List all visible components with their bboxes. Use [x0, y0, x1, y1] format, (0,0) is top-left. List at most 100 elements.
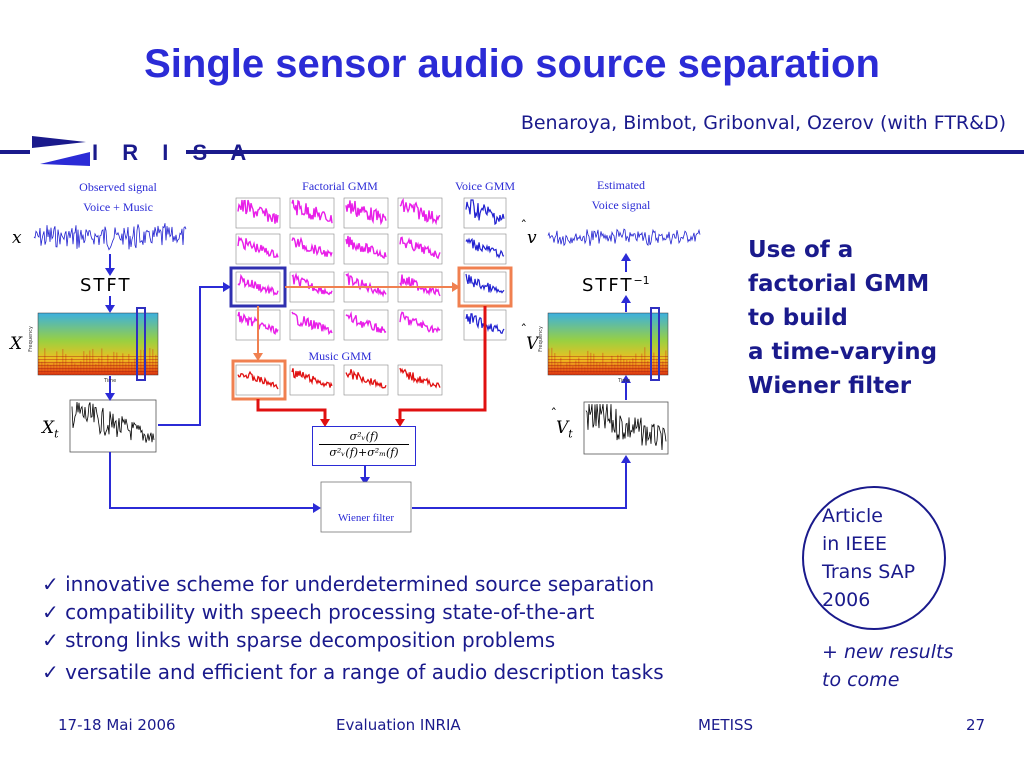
spectrogram-stripe	[86, 354, 88, 375]
voice-gmm-curve	[465, 237, 505, 259]
bullet-item: ✓ compatibility with speech processing s…	[42, 600, 595, 624]
mixture-frame-spectrum	[71, 401, 155, 443]
spectrogram-stripe	[155, 354, 157, 375]
spectrogram-stripe	[98, 357, 100, 375]
Vt-hat-symbol: ̂Vt	[556, 418, 573, 441]
mixture-frame-marker	[136, 307, 146, 381]
spectrogram-stripe	[626, 360, 628, 375]
factorial-gmm-curve	[345, 235, 387, 259]
factorial-gmm-label: Factorial GMM	[302, 179, 378, 193]
spectrogram-stripe	[101, 348, 103, 375]
header-band-left	[0, 150, 30, 154]
footer-page-number: 27	[966, 716, 986, 734]
istft-label: STFT−1	[582, 274, 650, 296]
side-description: Use of a factorial GMM to build a time-v…	[748, 237, 938, 399]
footer-event: Evaluation INRIA	[336, 716, 461, 734]
factorial-gmm-curve	[291, 199, 333, 224]
bullet-list: ✓ innovative scheme for underdetermined …	[42, 570, 664, 686]
spectrogram-stripe	[95, 364, 97, 375]
stft-label: STFT	[80, 275, 132, 296]
observed-signal-label: Observed signal Voice + Music	[79, 180, 157, 214]
footer-date: 17-18 Mai 2006	[58, 716, 176, 734]
spectrogram-stripe	[593, 353, 595, 375]
factorial-gmm-curve	[291, 236, 333, 258]
spectrogram-stripe	[83, 351, 85, 375]
Xt-symbol: Xt	[42, 418, 59, 441]
spectrogram-stripe	[149, 348, 151, 375]
mixture-freq-axis: Frequency	[27, 326, 34, 352]
spectrogram-stripe	[656, 358, 658, 375]
factorial-gmm-curve	[237, 235, 279, 258]
article-reference: Article in IEEE Trans SAP 2006	[822, 505, 916, 611]
spectrogram-stripe	[608, 366, 610, 375]
slide-title: Single sensor audio source separation	[144, 42, 880, 86]
spectrogram-stripe	[119, 359, 121, 375]
spectrogram-stripe	[641, 353, 643, 375]
spectrogram-stripe	[635, 353, 637, 375]
spectrogram-stripe	[47, 363, 49, 375]
spectrogram-stripe	[65, 354, 67, 375]
spectrogram-stripe	[560, 357, 562, 375]
music-gmm-curve	[399, 367, 441, 389]
harmonic-line	[548, 362, 668, 363]
spectrogram-stripe	[575, 360, 577, 375]
spectrogram-stripe	[92, 348, 94, 375]
spectrogram-stripe	[116, 352, 118, 375]
factorial-gmm-curve	[399, 311, 441, 334]
separation-diagram	[33, 197, 701, 533]
voice-spectrogram	[547, 312, 669, 376]
spectrogram-stripe	[584, 366, 586, 375]
harmonic-line	[38, 365, 158, 366]
irisa-logo-text: I R I S A	[92, 140, 256, 165]
harmonic-line	[38, 371, 158, 372]
wiener-filter-label: Wiener filter	[337, 512, 395, 524]
spectrogram-stripe	[53, 363, 55, 375]
music-gmm-curve	[291, 368, 333, 388]
voice-gmm-label: Voice GMM	[454, 179, 516, 193]
spectrogram-stripe	[128, 353, 130, 375]
formula-numerator: σ²ᵥ(f)	[319, 430, 409, 445]
spectrogram-stripe	[566, 363, 568, 375]
spectrogram-stripe	[551, 347, 553, 375]
article-circle	[802, 486, 946, 630]
factorial-gmm-cell	[397, 233, 443, 265]
x-symbol: x	[12, 228, 22, 248]
harmonic-line	[38, 359, 158, 360]
harmonic-line	[548, 356, 668, 357]
factorial-gmm-curve	[345, 200, 387, 226]
spectrogram-stripe	[578, 357, 580, 375]
voice-gmm-curve	[465, 273, 505, 294]
spectrogram-stripe	[617, 354, 619, 375]
spectrogram-stripe	[38, 359, 40, 375]
factorial-gmm-cell	[289, 309, 335, 341]
spectrogram-stripe	[605, 362, 607, 375]
spectrogram-stripe	[620, 354, 622, 375]
check-icon: ✓	[42, 660, 59, 684]
spectrogram-stripe	[563, 366, 565, 375]
music-gmm-label: Music GMM	[308, 349, 372, 363]
spectrogram-stripe	[554, 353, 556, 375]
wiener-filter-box	[320, 481, 412, 533]
voice-freq-axis: Frequency	[537, 326, 544, 352]
check-icon: ✓	[42, 628, 59, 652]
spectrogram-stripe	[113, 351, 115, 375]
bullet-item: ✓ innovative scheme for underdetermined …	[42, 572, 655, 596]
voice-frame-marker	[650, 307, 660, 381]
voice-gmm-curve	[465, 199, 505, 226]
spectrogram-stripe	[68, 365, 70, 375]
harmonic-line	[548, 359, 668, 360]
spectrogram-stripe	[647, 360, 649, 375]
spectrogram-stripe	[122, 353, 124, 375]
music-gmm-curve	[345, 369, 387, 389]
harmonic-line	[38, 356, 158, 357]
harmonic-line	[548, 371, 668, 372]
wiener-formula: σ²ᵥ(f) σ²ᵥ(f)+σ²ₘ(f)	[312, 426, 416, 466]
spectrogram-stripe	[50, 365, 52, 375]
new-results-note: + new results to come	[822, 641, 954, 691]
factorial-gmm-curve	[399, 198, 441, 226]
harmonic-line	[548, 368, 668, 369]
estimated-voice-label: Estimated Voice signal	[591, 178, 651, 212]
authors: Benaroya, Bimbot, Gribonval, Ozerov (wit…	[520, 112, 1006, 134]
spectrogram-stripe	[590, 352, 592, 375]
header-band-right	[186, 150, 1024, 154]
